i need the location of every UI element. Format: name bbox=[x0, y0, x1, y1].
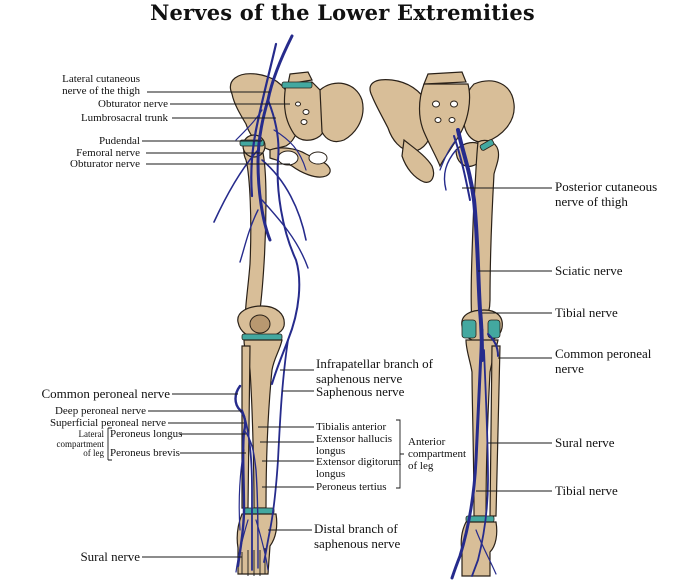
anterior-right-ilium bbox=[319, 82, 364, 143]
posterior-view bbox=[369, 71, 515, 580]
label-infrapatellar-branch: Infrapatellar branch of saphenous nerve bbox=[316, 356, 433, 386]
label-extensor-hallucis-line-2: longus bbox=[316, 445, 346, 457]
label-common-peroneal-nerve-right: Common peroneal nerve bbox=[555, 346, 651, 376]
label-femoral-nerve: Femoral nerve bbox=[76, 147, 140, 159]
label-deep-peroneal-nerve: Deep peroneal nerve bbox=[54, 405, 146, 417]
label-pudendal: Pudendal bbox=[99, 135, 140, 147]
label-distal-branch-saphenous: Distal branch of saphenous nerve bbox=[314, 521, 400, 551]
posterior-foot bbox=[460, 521, 498, 577]
label-distal-branch-line-1: Distal branch of bbox=[314, 521, 398, 536]
anterior-femur bbox=[243, 137, 267, 325]
label-extensor-hallucis-line-1: Extensor hallucis bbox=[316, 433, 393, 445]
anterior-foot bbox=[236, 513, 278, 575]
label-extensor-digitorum-longus: Extensor digitorum longus bbox=[316, 456, 401, 480]
label-lateral-compartment: Lateral compartment of leg bbox=[40, 429, 104, 459]
anterior-obturator-foramen bbox=[277, 150, 299, 166]
label-common-peroneal-right-line-2: nerve bbox=[555, 361, 584, 376]
posterior-right-ilium bbox=[462, 80, 515, 143]
anterior-femoral-nerve-trunk bbox=[256, 34, 294, 242]
anterior-view bbox=[213, 34, 364, 576]
label-sural-nerve-right: Sural nerve bbox=[555, 435, 615, 450]
label-lateral-compartment-line-2: compartment bbox=[56, 438, 104, 449]
anterior-common-peroneal-nerve bbox=[234, 384, 247, 568]
label-extensor-digitorum-line-1: Extensor digitorum bbox=[316, 456, 402, 468]
label-extensor-hallucis-longus: Extensor hallucis longus bbox=[316, 433, 392, 457]
label-infrapatellar-line-2: saphenous nerve bbox=[316, 371, 403, 386]
leader-lines bbox=[107, 91, 552, 558]
label-lateral-cutaneous-line-1: Lateral cutaneous bbox=[62, 73, 140, 85]
label-anterior-compartment-line-2: compartment bbox=[408, 448, 467, 460]
label-superficial-peroneal-nerve: Superficial peroneal nerve bbox=[49, 417, 166, 429]
label-peroneus-brevis: Peroneus brevis bbox=[110, 447, 180, 459]
label-common-peroneal-nerve-left: Common peroneal nerve bbox=[41, 386, 170, 401]
posterior-fibula bbox=[489, 345, 501, 517]
diagram-title: Nerves of the Lower Extremities bbox=[150, 0, 535, 25]
label-posterior-cutaneous-line-1: Posterior cutaneous bbox=[555, 179, 658, 194]
posterior-common-peroneal-nerve bbox=[487, 333, 499, 357]
label-anterior-compartment-line-3: of leg bbox=[408, 460, 434, 472]
label-peroneus-longus: Peroneus longus bbox=[110, 428, 183, 440]
label-peroneus-tertius: Peroneus tertius bbox=[316, 481, 387, 493]
label-common-peroneal-right-line-1: Common peroneal bbox=[555, 346, 652, 361]
label-tibialis-anterior: Tibialis anterior bbox=[316, 421, 387, 433]
label-distal-branch-line-2: saphenous nerve bbox=[314, 536, 401, 551]
label-sural-nerve-left: Sural nerve bbox=[80, 549, 140, 564]
label-extensor-digitorum-line-2: longus bbox=[316, 468, 346, 480]
posterior-tibial-nerve bbox=[450, 328, 484, 580]
label-lateral-cutaneous-nerve: Lateral cutaneous nerve of the thigh bbox=[18, 73, 140, 97]
label-tibial-nerve-upper: Tibial nerve bbox=[555, 305, 618, 320]
label-saphenous-nerve: Saphenous nerve bbox=[316, 384, 405, 399]
posterior-sural-nerve bbox=[471, 349, 489, 577]
label-lateral-cutaneous-line-2: nerve of the thigh bbox=[62, 85, 140, 97]
anterior-patella bbox=[249, 314, 271, 334]
label-lumbrosacral-trunk: Lumbrosacral trunk bbox=[80, 112, 168, 124]
label-anterior-compartment-line-1: Anterior bbox=[408, 436, 446, 448]
label-posterior-cutaneous-line-2: nerve of thigh bbox=[555, 194, 628, 209]
label-lateral-compartment-line-3: of leg bbox=[83, 448, 104, 458]
label-tibial-nerve-lower: Tibial nerve bbox=[555, 483, 618, 498]
label-infrapatellar-line-1: Infrapatellar branch of bbox=[316, 356, 433, 371]
label-sciatic-nerve: Sciatic nerve bbox=[555, 263, 623, 278]
label-anterior-compartment: Anterior compartment of leg bbox=[408, 436, 466, 472]
label-obturator-nerve-lower: Obturator nerve bbox=[70, 158, 140, 170]
label-lateral-compartment-line-1: Lateral bbox=[78, 429, 104, 439]
label-obturator-nerve-upper: Obturator nerve bbox=[98, 98, 168, 110]
label-posterior-cutaneous-nerve: Posterior cutaneous nerve of thigh bbox=[555, 179, 657, 209]
